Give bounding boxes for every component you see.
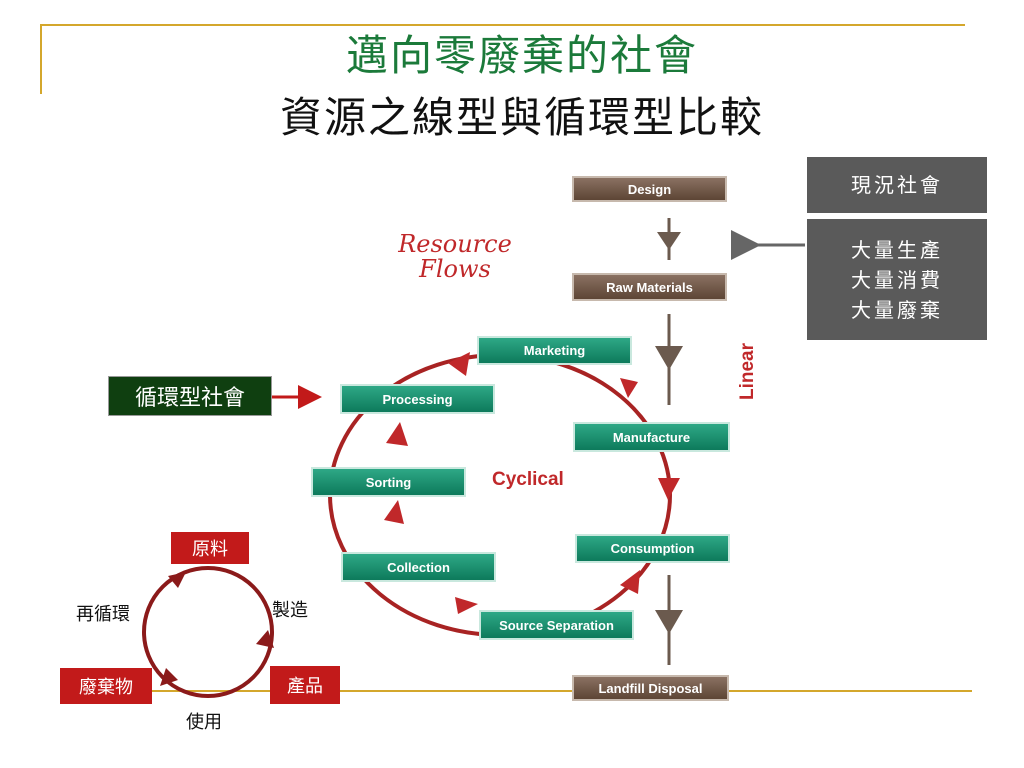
slide-subtitle: 資源之線型與循環型比較: [279, 93, 764, 142]
resource-flows-line2: Flows: [419, 255, 491, 284]
recycle-label: 再循環: [76, 604, 130, 625]
step-source-separation: Source Separation: [479, 610, 634, 640]
bottom-rule: [60, 690, 972, 692]
product-box: 產品: [270, 666, 340, 704]
trait-mass-disposal: 大量廢棄: [851, 297, 943, 322]
cyclical-label: Cyclical: [492, 469, 564, 490]
linear-label: Linear: [737, 342, 758, 400]
current-society-traits: 大量生產 大量消費 大量廢棄: [807, 219, 987, 340]
step-design: Design: [572, 176, 727, 202]
step-consumption: Consumption: [575, 534, 730, 563]
step-sorting: Sorting: [311, 467, 466, 497]
linear-arrows: [655, 218, 683, 665]
step-landfill-disposal: Landfill Disposal: [572, 675, 729, 701]
current-society-title: 現況社會: [807, 157, 987, 213]
circular-society-label: 循環型社會: [108, 376, 272, 416]
trait-mass-consumption: 大量消費: [851, 267, 943, 292]
step-raw-materials: Raw Materials: [572, 273, 727, 301]
waste-box: 廢棄物: [60, 668, 152, 704]
use-label: 使用: [186, 712, 222, 733]
resource-flows-line1: Resource: [398, 230, 512, 258]
step-marketing: Marketing: [477, 336, 632, 365]
step-processing: Processing: [340, 384, 495, 414]
raw-material-box: 原料: [171, 532, 249, 564]
manufacture-label: 製造: [272, 600, 308, 621]
step-manufacture: Manufacture: [573, 422, 730, 452]
step-collection: Collection: [341, 552, 496, 582]
left-rule: [40, 24, 42, 94]
small-cycle-ring: [142, 566, 274, 698]
top-rule: [40, 24, 965, 26]
resource-flows-label: Resource Flows: [375, 230, 535, 284]
trait-mass-production: 大量生產: [851, 237, 943, 262]
slide-title: 邁向零廢棄的社會: [345, 31, 698, 80]
